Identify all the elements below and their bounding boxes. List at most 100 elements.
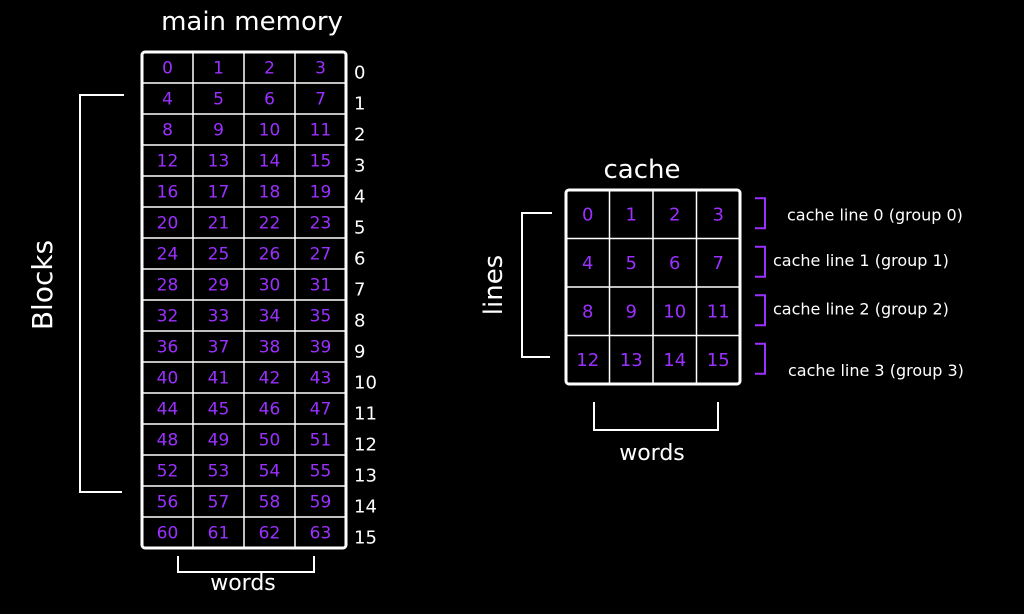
mm-cell-value: 63: [310, 524, 332, 544]
cache-cell-value: 12: [576, 350, 599, 371]
cache-words-label: words: [619, 441, 685, 466]
block-index: 5: [354, 218, 365, 239]
mm-cell-value: 28: [157, 276, 179, 296]
mm-cell-value: 54: [259, 462, 281, 482]
mm-cell-value: 22: [259, 214, 281, 234]
mm-cell-value: 15: [310, 152, 332, 172]
mm-cell-value: 51: [310, 431, 332, 451]
mm-cell-value: 55: [310, 462, 332, 482]
lines-bracket: [521, 212, 552, 358]
cache-line-label: cache line 0 (group 0): [787, 205, 963, 224]
mm-cell-value: 48: [157, 431, 179, 451]
mm-cell-value: 52: [157, 462, 179, 482]
mm-cell-value: 26: [259, 245, 281, 265]
block-index: 7: [354, 280, 365, 301]
cache-cell-value: 9: [626, 301, 637, 322]
mm-cell-value: 27: [310, 245, 332, 265]
mm-cell-value: 50: [259, 431, 281, 451]
cache-line-bracket: [755, 294, 766, 327]
block-index: 10: [354, 373, 377, 394]
block-index: 3: [354, 156, 365, 177]
cache-cell-value: 3: [713, 204, 724, 225]
cache-cell-value: 14: [663, 350, 686, 371]
mm-cell-value: 20: [157, 214, 179, 234]
block-index: 4: [354, 187, 365, 208]
block-index: 12: [354, 435, 377, 456]
mm-cell-value: 59: [310, 493, 332, 513]
mm-cell-value: 32: [157, 307, 179, 327]
mm-cell-value: 46: [259, 400, 281, 420]
mm-cell-value: 31: [310, 276, 332, 296]
mm-cell-value: 11: [310, 121, 332, 141]
mm-cell-value: 2: [264, 59, 275, 79]
mm-cell-value: 61: [208, 524, 230, 544]
mm-cell-value: 43: [310, 369, 332, 389]
mm-cell-value: 16: [157, 183, 179, 203]
cache-cell-value: 15: [707, 350, 730, 371]
mm-cell-value: 42: [259, 369, 281, 389]
cache-line-label: cache line 2 (group 2): [773, 299, 949, 318]
mm-cell-value: 10: [259, 121, 281, 141]
mm-cell-value: 41: [208, 369, 230, 389]
cache-line-label: cache line 1 (group 1): [773, 251, 949, 270]
mm-cell-value: 18: [259, 183, 281, 203]
mm-cell-value: 23: [310, 214, 332, 234]
mm-cell-value: 29: [208, 276, 230, 296]
cache-cell-value: 0: [582, 204, 593, 225]
block-index: 11: [354, 404, 377, 425]
cache-cell-value: 8: [582, 301, 593, 322]
cache-line-label: cache line 3 (group 3): [788, 361, 964, 380]
mm-cell-value: 4: [162, 90, 173, 110]
block-index: 0: [354, 63, 365, 84]
mm-cell-value: 62: [259, 524, 281, 544]
block-index: 8: [354, 311, 365, 332]
mm-cell-value: 21: [208, 214, 230, 234]
cache-line-bracket: [755, 342, 766, 375]
mm-cell-value: 38: [259, 338, 281, 358]
mm-cell-value: 37: [208, 338, 230, 358]
cache-cell-value: 7: [713, 253, 724, 274]
mm-cell-value: 36: [157, 338, 179, 358]
mm-cell-value: 49: [208, 431, 230, 451]
cache-cell-value: 10: [663, 301, 686, 322]
cache-cell-value: 1: [626, 204, 637, 225]
mm-cell-value: 25: [208, 245, 230, 265]
cache-line-brackets: cache line 0 (group 0) cache line 1 (grou…: [755, 197, 964, 380]
mm-cell-value: 45: [208, 400, 230, 420]
cache-cell-value: 4: [582, 253, 593, 274]
cache-cell-value: 5: [626, 253, 637, 274]
block-index: 9: [354, 342, 365, 363]
mm-cell-value: 34: [259, 307, 281, 327]
mm-cell-value: 58: [259, 493, 281, 513]
mm-cell-value: 17: [208, 183, 230, 203]
mm-cell-value: 12: [157, 152, 179, 172]
mm-cell-value: 0: [162, 59, 173, 79]
mm-cell-value: 24: [157, 245, 179, 265]
cache-cell-value: 13: [620, 350, 643, 371]
mm-cell-value: 35: [310, 307, 332, 327]
mm-cell-value: 14: [259, 152, 281, 172]
cache-cell-value: 2: [669, 204, 680, 225]
mm-cell-value: 57: [208, 493, 230, 513]
mm-words-label: words: [210, 571, 276, 596]
mm-cell-value: 19: [310, 183, 332, 203]
mm-cell-value: 47: [310, 400, 332, 420]
mm-cell-value: 8: [162, 121, 173, 141]
mm-cell-value: 33: [208, 307, 230, 327]
block-index: 6: [354, 249, 365, 270]
lines-label: lines: [479, 255, 509, 315]
mm-cell-value: 7: [315, 90, 326, 110]
mm-cell-value: 13: [208, 152, 230, 172]
main-memory-title: main memory: [161, 7, 343, 37]
cache-words-bracket: [593, 402, 719, 431]
block-index: 1: [354, 94, 365, 115]
block-index: 15: [354, 528, 377, 549]
cache-title: cache: [604, 155, 681, 185]
mm-cell-value: 3: [315, 59, 326, 79]
mm-cell-value: 60: [157, 524, 179, 544]
cache-line-bracket: [755, 245, 766, 278]
mm-cell-value: 30: [259, 276, 281, 296]
